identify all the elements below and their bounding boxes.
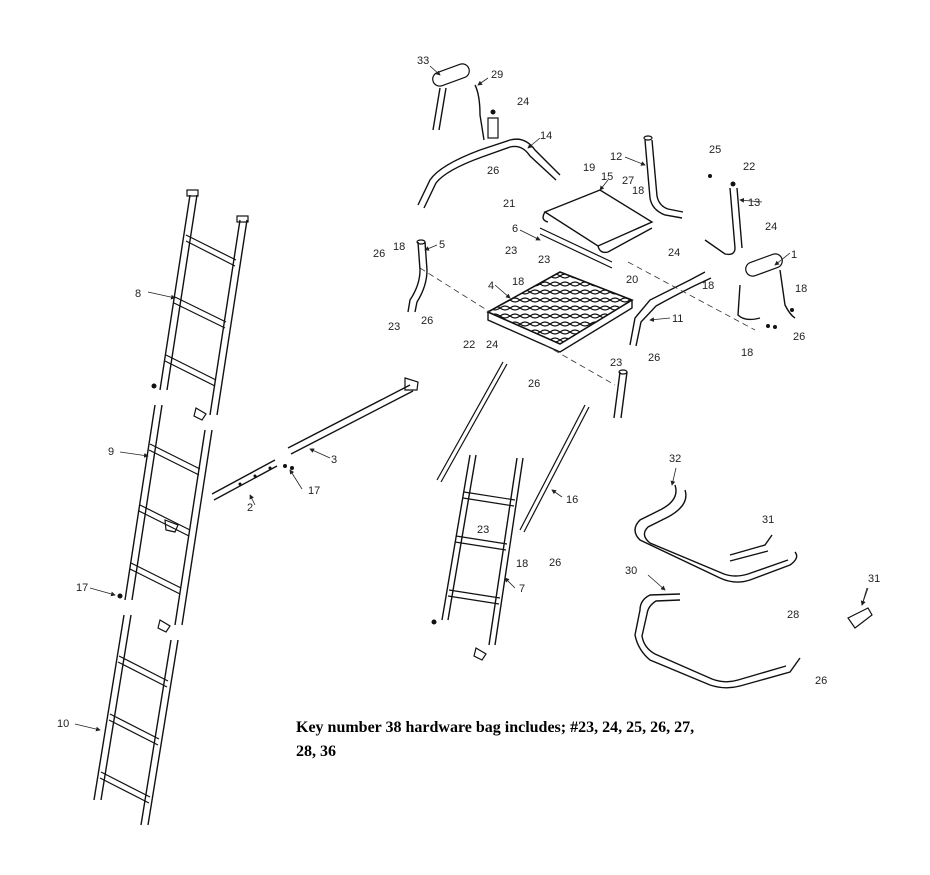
support-bar-3 (287, 377, 419, 455)
callout-12: 12 (610, 151, 622, 163)
callout-18a: 18 (393, 241, 405, 253)
callout-23e: 23 (477, 524, 489, 536)
leader-lines (74, 65, 869, 732)
armrest-1 (737, 253, 796, 321)
callout-8: 8 (135, 288, 141, 300)
callout-26f: 26 (528, 378, 540, 390)
callout-23b: 23 (505, 245, 517, 257)
frame-13 (704, 174, 743, 256)
bracket-2 (211, 459, 278, 501)
foot-rest-30 (634, 593, 801, 689)
seat-15 (539, 189, 654, 269)
callout-26h: 26 (815, 675, 827, 687)
callout-32: 32 (669, 453, 681, 465)
callout-13: 13 (748, 197, 760, 209)
callout-10: 10 (57, 718, 69, 730)
callout-20: 20 (626, 274, 638, 286)
callout-23d: 23 (610, 357, 622, 369)
callout-18g: 18 (516, 558, 528, 570)
callout-24c: 24 (765, 221, 777, 233)
callout-22b: 22 (463, 339, 475, 351)
callout-18f: 18 (741, 347, 753, 359)
callout-30: 30 (625, 565, 637, 577)
callout-labels: 1 2 3 4 5 6 7 8 9 10 11 12 13 14 15 16 1… (57, 55, 880, 730)
callout-31a: 31 (762, 514, 774, 526)
callout-26c: 26 (421, 315, 433, 327)
callout-18c: 18 (632, 185, 644, 197)
brace-16 (519, 404, 590, 533)
callout-4: 4 (488, 280, 494, 292)
callout-19: 19 (583, 162, 595, 174)
callout-26a: 26 (487, 165, 499, 177)
support-lower-right (613, 369, 628, 419)
callout-23a: 23 (388, 321, 400, 333)
callout-24a: 24 (517, 96, 529, 108)
callout-29: 29 (491, 69, 503, 81)
callout-18b: 18 (512, 276, 524, 288)
ladder-section-7 (431, 454, 524, 661)
callout-21: 21 (503, 198, 515, 210)
callout-28: 28 (787, 609, 799, 621)
callout-3: 3 (331, 454, 337, 466)
callout-9: 9 (108, 446, 114, 458)
frame-12 (643, 135, 684, 219)
callout-24b: 24 (668, 247, 680, 259)
ladder-section-8 (151, 189, 249, 421)
callout-31b: 31 (868, 573, 880, 585)
hardware-17-upper (283, 464, 294, 470)
callout-25: 25 (709, 144, 721, 156)
armrest-29 (432, 63, 485, 141)
callout-26g: 26 (549, 557, 561, 569)
callout-17a: 17 (308, 485, 320, 497)
platform-4 (419, 267, 634, 386)
foot-rest-32 (634, 484, 798, 583)
callout-26b: 26 (373, 248, 385, 260)
callout-6: 6 (512, 223, 518, 235)
callout-27: 27 (622, 175, 634, 187)
callout-16: 16 (566, 494, 578, 506)
callout-18d: 18 (702, 280, 714, 292)
callout-14: 14 (540, 130, 552, 142)
callout-2: 2 (247, 502, 253, 514)
callout-15: 15 (601, 171, 613, 183)
callout-22a: 22 (743, 161, 755, 173)
callout-23c: 23 (538, 254, 550, 266)
hardware-bag-caption: Key number 38 hardware bag includes; #23… (296, 719, 695, 760)
ladder-section-10 (93, 614, 179, 826)
callout-33: 33 (417, 55, 429, 67)
callout-11: 11 (672, 313, 683, 325)
rail-11 (629, 271, 712, 347)
callout-5: 5 (439, 239, 445, 251)
bracket-24-top (487, 109, 499, 139)
callout-26d: 26 (648, 352, 660, 364)
bracket-31-right (847, 607, 873, 629)
callout-7: 7 (519, 583, 525, 595)
ladder-section-9 (117, 404, 213, 633)
hardware-right-cluster (627, 261, 794, 331)
callout-1: 1 (791, 249, 797, 261)
brace-rod-front (436, 361, 508, 483)
callout-24d: 24 (486, 339, 498, 351)
bracket-31-center (729, 534, 773, 562)
callout-26e: 26 (793, 331, 805, 343)
callout-18e: 18 (795, 283, 807, 295)
callout-17b: 17 (76, 582, 88, 594)
support-5 (407, 239, 428, 313)
